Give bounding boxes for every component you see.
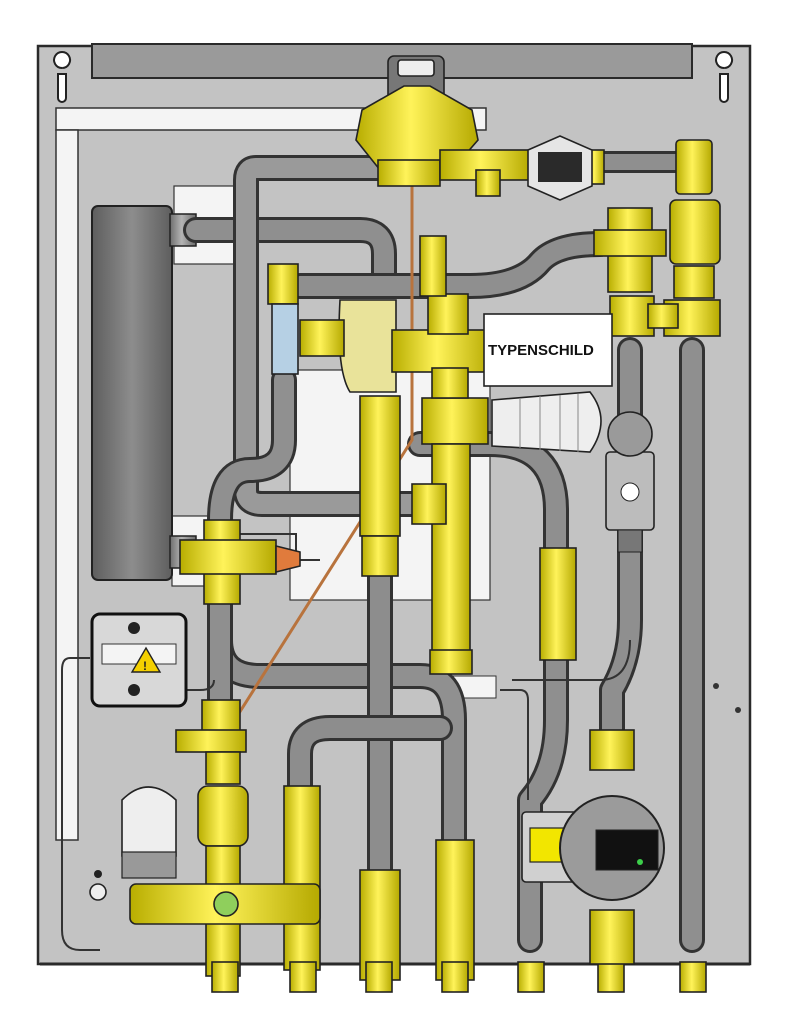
brass-fittings (129, 55, 721, 993)
grey-pipe-network (183, 151, 705, 953)
keyhole-icon (53, 51, 71, 103)
nameplate-label: TYPENSCHILD (488, 342, 594, 359)
sensor-probe (89, 870, 107, 901)
temperature-gauge (605, 411, 655, 553)
nameplate: TYPENSCHILD (483, 313, 613, 387)
svg-text:!: ! (143, 659, 147, 673)
wiring (61, 533, 631, 951)
mounting-screws (713, 683, 741, 713)
flow-meter-icon (527, 135, 593, 201)
pump-icon (521, 795, 665, 901)
keyhole-icon (715, 51, 733, 103)
warning-triangle-icon: ! (130, 646, 162, 673)
thermostat-head-icon (491, 391, 602, 453)
thermostat-head-icon (121, 786, 177, 879)
